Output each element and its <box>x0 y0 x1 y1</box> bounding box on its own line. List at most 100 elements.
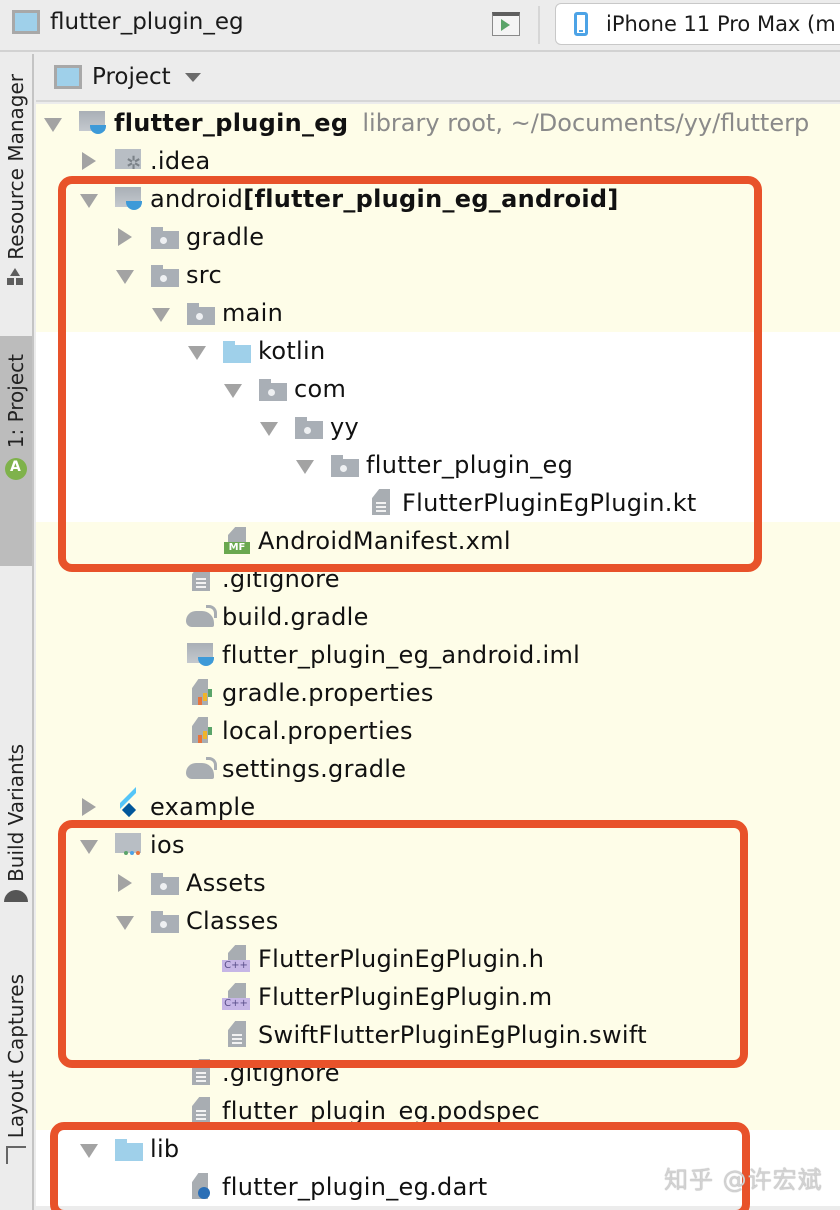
tree-row[interactable]: src <box>36 256 840 294</box>
tab-label: Layout Captures <box>4 974 28 1139</box>
source-folder-icon <box>114 1135 144 1163</box>
text-file-icon <box>186 565 216 593</box>
tree-item-label: build.gradle <box>222 603 369 631</box>
tree-item-label: .idea <box>150 147 211 175</box>
tree-item-label: kotlin <box>258 337 326 365</box>
module-name: [flutter_plugin_eg_android] <box>243 185 619 213</box>
tree-row[interactable]: .idea <box>36 142 840 180</box>
device-selector[interactable]: iPhone 11 Pro Max (m <box>555 3 840 45</box>
tree-row[interactable]: FlutterPluginEgPlugin.h <box>36 940 840 978</box>
tab-project[interactable]: 1: Project <box>0 336 32 566</box>
tree-row[interactable]: gradle <box>36 218 840 256</box>
idea-folder-icon <box>114 147 144 175</box>
text-file-icon <box>222 1021 252 1049</box>
expand-arrow-icon[interactable] <box>114 264 136 286</box>
tree-row[interactable]: flutter_plugin_eg_android.iml <box>36 636 840 674</box>
phone-icon <box>574 12 588 36</box>
tree-item-label: flutter_plugin_eg <box>114 109 349 137</box>
tree-row[interactable]: FlutterPluginEgPlugin.m <box>36 978 840 1016</box>
tab-resource-manager[interactable]: Resource Manager <box>0 74 32 286</box>
tree-item-label: flutter_plugin_eg_android.iml <box>222 641 581 669</box>
tree-item-label: local.properties <box>222 717 413 745</box>
tree-item-label: FlutterPluginEgPlugin.kt <box>402 489 697 517</box>
properties-file-icon <box>186 717 216 745</box>
android-icon <box>4 889 28 902</box>
tree-item-label: settings.gradle <box>222 755 407 783</box>
tree-row[interactable]: Assets <box>36 864 840 902</box>
tree-row[interactable]: example <box>36 788 840 826</box>
tree-row[interactable]: android [flutter_plugin_eg_android] <box>36 180 840 218</box>
tree-row[interactable]: local.properties <box>36 712 840 750</box>
cpp-file-icon <box>222 945 252 973</box>
tree-row[interactable]: flutter_plugin_eg.podspec <box>36 1092 840 1130</box>
collapse-arrow-icon[interactable] <box>114 226 136 248</box>
collapse-arrow-icon[interactable] <box>78 796 100 818</box>
tree-item-label: example <box>150 793 256 821</box>
expand-arrow-icon[interactable] <box>42 112 64 134</box>
tree-row[interactable]: ios <box>36 826 840 864</box>
android-studio-icon <box>5 458 27 481</box>
gradle-icon <box>186 603 217 631</box>
text-file-icon <box>186 1097 216 1125</box>
tree-row[interactable]: gradle.properties <box>36 674 840 712</box>
layout-capture-icon <box>6 1146 26 1165</box>
expand-arrow-icon[interactable] <box>114 910 136 932</box>
tab-build-variants[interactable]: Build Variants <box>0 744 32 902</box>
module-folder-icon <box>78 109 108 137</box>
source-folder-icon <box>222 337 252 365</box>
tree-item-label: main <box>222 299 284 327</box>
tree-row[interactable]: yy <box>36 408 840 446</box>
expand-arrow-icon[interactable] <box>150 302 172 324</box>
tree-row[interactable]: flutter_plugin_eg <box>36 446 840 484</box>
tree-row[interactable]: com <box>36 370 840 408</box>
expand-arrow-icon[interactable] <box>186 340 208 362</box>
device-name: iPhone 11 Pro Max (m <box>606 12 836 36</box>
project-breadcrumb[interactable]: flutter_plugin_eg <box>12 9 244 35</box>
resource-manager-icon <box>7 267 25 286</box>
tree-row[interactable]: lib <box>36 1130 840 1168</box>
tree-item-label: FlutterPluginEgPlugin.h <box>258 945 545 973</box>
tree-row[interactable]: FlutterPluginEgPlugin.kt <box>36 484 840 522</box>
folder-icon <box>150 223 180 251</box>
expand-arrow-icon[interactable] <box>78 1138 100 1160</box>
tree-item-label: flutter_plugin_eg.podspec <box>222 1097 540 1125</box>
tab-layout-captures[interactable]: Layout Captures <box>0 974 32 1165</box>
project-view-selector[interactable]: Project <box>36 54 840 102</box>
tree-row[interactable]: Classes <box>36 902 840 940</box>
tree-row[interactable]: SwiftFlutterPluginEgPlugin.swift <box>36 1016 840 1054</box>
project-name: flutter_plugin_eg <box>50 9 244 35</box>
tree-row[interactable]: .gitignore <box>36 1054 840 1092</box>
tree-item-label: FlutterPluginEgPlugin.m <box>258 983 553 1011</box>
tree-item-label: yy <box>330 413 360 441</box>
expand-arrow-icon[interactable] <box>78 188 100 210</box>
tree-item-label: gradle.properties <box>222 679 434 707</box>
tree-row[interactable]: build.gradle <box>36 598 840 636</box>
tree-item-label: .gitignore <box>222 1059 340 1087</box>
tree-row[interactable]: .gitignore <box>36 560 840 598</box>
expand-arrow-icon[interactable] <box>294 454 316 476</box>
run-console-icon[interactable] <box>492 12 520 36</box>
expand-arrow-icon[interactable] <box>258 416 280 438</box>
collapse-arrow-icon[interactable] <box>78 150 100 172</box>
collapse-arrow-icon[interactable] <box>114 872 136 894</box>
chevron-down-icon[interactable] <box>184 72 201 82</box>
expand-arrow-icon[interactable] <box>222 378 244 400</box>
tree-item-label: src <box>186 261 222 289</box>
project-window-icon <box>54 65 82 89</box>
tree-row[interactable]: flutter_plugin_eg.dart <box>36 1168 840 1206</box>
cpp-file-icon <box>222 983 252 1011</box>
expand-arrow-icon[interactable] <box>78 834 100 856</box>
tree-row[interactable]: settings.gradle <box>36 750 840 788</box>
tree-row[interactable]: AndroidManifest.xml <box>36 522 840 560</box>
toolbar-separator <box>538 6 540 44</box>
dart-file-icon <box>186 1173 216 1201</box>
tab-label: Resource Manager <box>4 74 28 260</box>
flutter-icon <box>114 793 144 821</box>
gradle-icon <box>186 755 217 783</box>
tree-row[interactable]: main <box>36 294 840 332</box>
text-file-icon <box>366 489 396 517</box>
folder-icon <box>330 451 360 479</box>
tree-row[interactable]: kotlin <box>36 332 840 370</box>
